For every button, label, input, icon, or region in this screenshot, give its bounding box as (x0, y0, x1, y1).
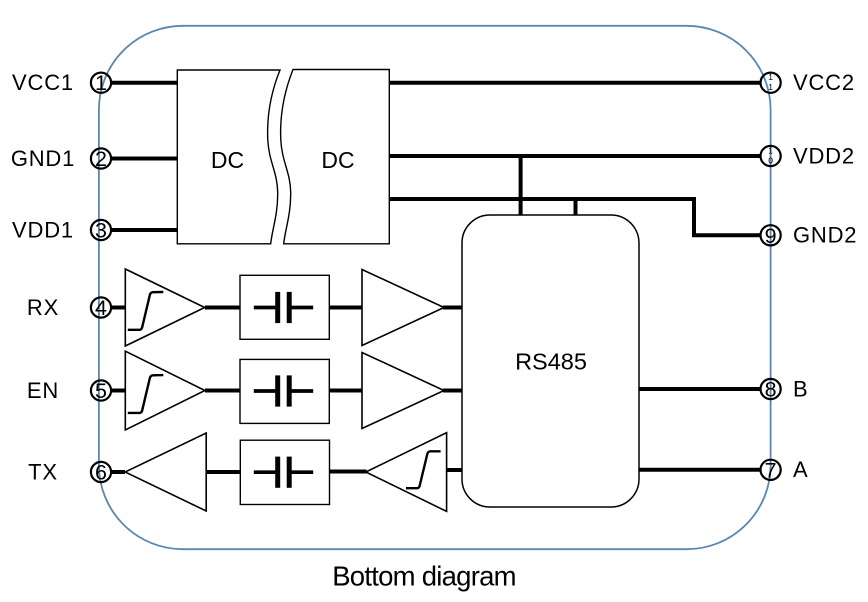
svg-text:EN: EN (27, 378, 59, 403)
svg-text:Bottom diagram: Bottom diagram (332, 560, 516, 591)
svg-text:9: 9 (765, 224, 777, 248)
svg-text:RX: RX (27, 295, 59, 320)
svg-text:0: 0 (768, 155, 773, 165)
svg-text:DC: DC (211, 147, 244, 173)
svg-text:1: 1 (95, 71, 107, 95)
svg-text:B: B (793, 376, 808, 401)
svg-text:3: 3 (95, 219, 107, 243)
svg-text:8: 8 (765, 378, 777, 402)
svg-text:6: 6 (95, 461, 107, 485)
svg-text:VDD1: VDD1 (12, 217, 74, 242)
svg-text:1: 1 (768, 72, 773, 82)
svg-text:7: 7 (765, 458, 777, 482)
svg-text:1: 1 (768, 82, 773, 92)
svg-text:VCC2: VCC2 (793, 70, 855, 95)
svg-text:2: 2 (95, 147, 107, 171)
svg-text:TX: TX (28, 459, 58, 484)
svg-text:DC: DC (321, 147, 354, 173)
svg-text:A: A (793, 457, 808, 482)
svg-text:RS485: RS485 (515, 348, 587, 374)
svg-text:5: 5 (95, 379, 107, 403)
svg-text:4: 4 (95, 296, 107, 320)
svg-text:VDD2: VDD2 (793, 143, 855, 168)
svg-text:GND2: GND2 (793, 223, 857, 248)
svg-text:1: 1 (768, 146, 773, 156)
svg-text:VCC1: VCC1 (12, 70, 74, 95)
svg-text:GND1: GND1 (11, 146, 75, 171)
